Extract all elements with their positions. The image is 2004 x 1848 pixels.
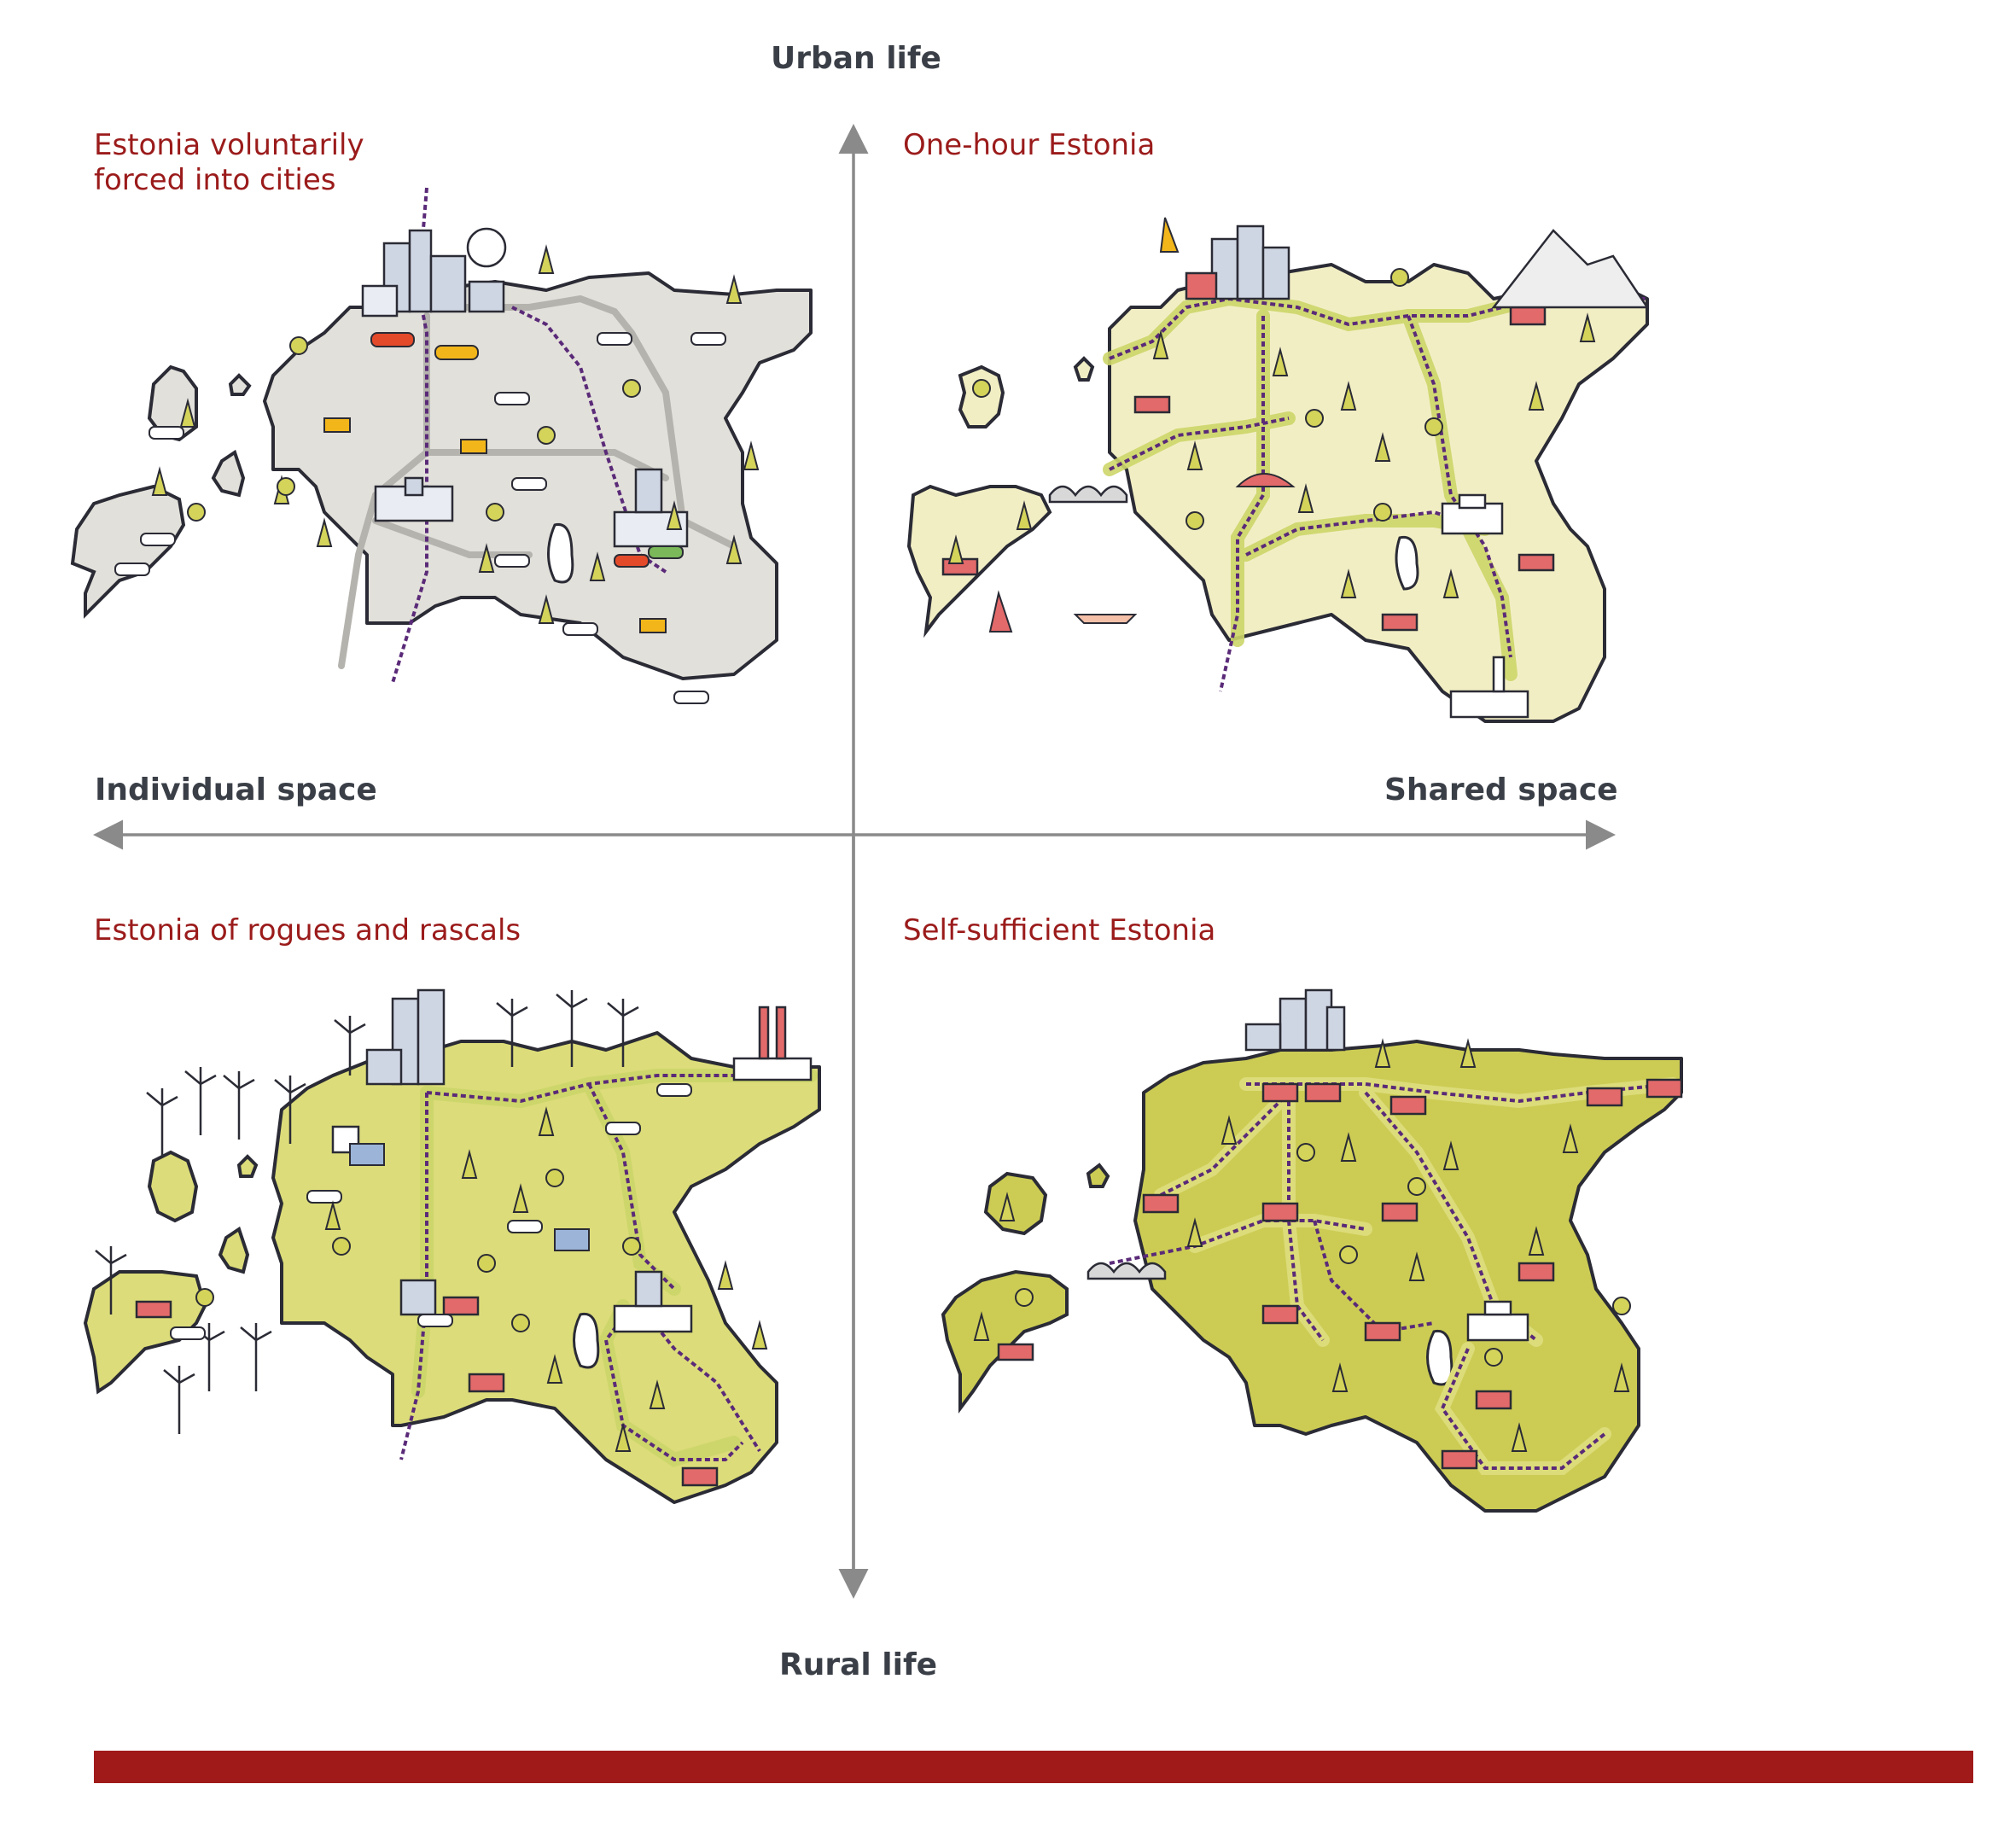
solar-panels [349, 1143, 590, 1251]
map-rogues-illustration [83, 988, 821, 1504]
quadrant-title-bottom-right: Self-sufficient Estonia [903, 913, 1216, 947]
islands [906, 356, 1095, 638]
axis-label-shared-space: Shared space [1384, 772, 1618, 807]
islands [941, 1163, 1110, 1414]
trees [947, 268, 1596, 598]
map-self-sufficient-illustration [941, 988, 1683, 1513]
mountains [1491, 229, 1650, 309]
quadrant-title-top-left: Estonia voluntarily forced into cities [94, 128, 364, 197]
main-landmass [1108, 263, 1649, 723]
bridge [1086, 1262, 1167, 1280]
trees [973, 1038, 1631, 1452]
axis-label-individual-space: Individual space [95, 772, 377, 807]
quadrant-title-bottom-left: Estonia of rogues and rascals [94, 913, 521, 947]
city-buildings [361, 227, 689, 548]
bridge [1048, 485, 1128, 504]
town-buildings [135, 988, 813, 1487]
vehicles [114, 332, 726, 704]
islands [83, 1150, 259, 1395]
trees [195, 1106, 768, 1452]
town-buildings [941, 224, 1555, 719]
trees [151, 244, 760, 624]
wind-turbines [95, 990, 639, 1434]
bottom-accent-bar [94, 1751, 1973, 1783]
map-cities-illustration [70, 187, 813, 704]
boats [988, 217, 1180, 633]
town-buildings [997, 988, 1683, 1470]
map-one-hour-illustration [906, 217, 1650, 723]
parasol [1235, 473, 1296, 487]
vehicles [170, 1083, 692, 1340]
axis-label-rural-life: Rural life [779, 1647, 938, 1682]
excavators [323, 417, 667, 633]
main-landmass [271, 1031, 821, 1504]
quadrant-title-top-right: One-hour Estonia [903, 128, 1156, 162]
axis-label-urban-life: Urban life [771, 41, 941, 76]
main-landmass [263, 271, 813, 680]
